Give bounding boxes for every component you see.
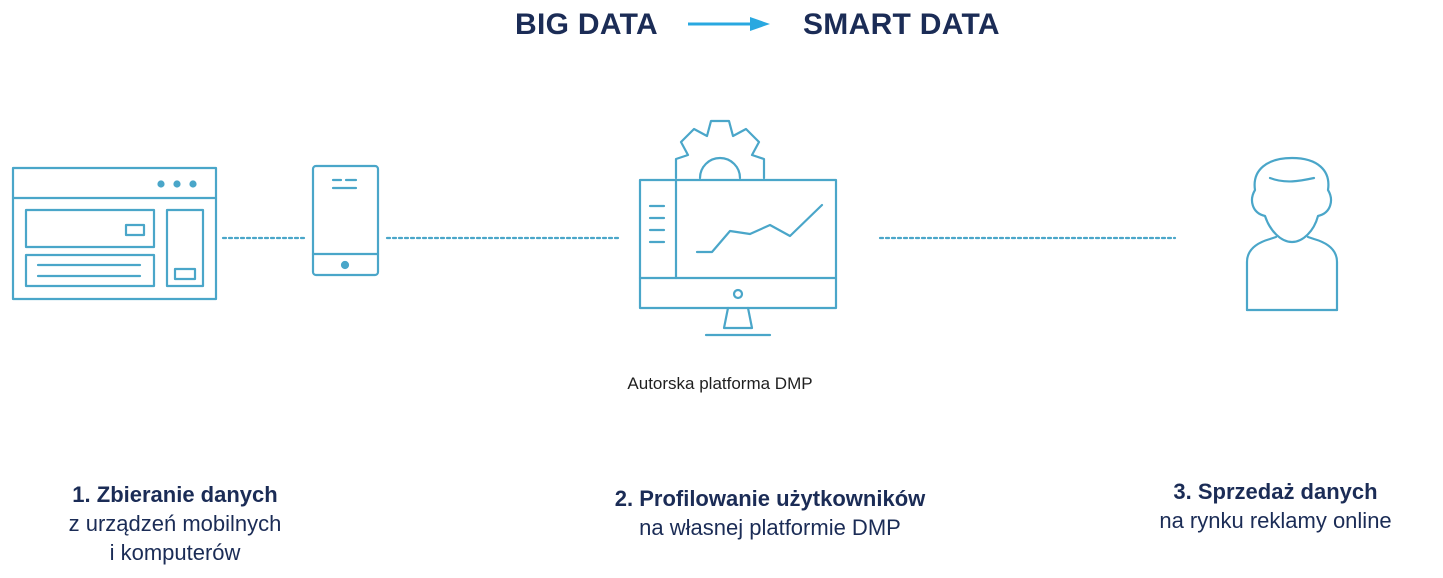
gear-icon (674, 119, 766, 180)
browser-window-icon (11, 166, 218, 301)
step-sell-data: 3. Sprzedaż danych na rynku reklamy onli… (1108, 477, 1443, 535)
big-data-label: BIG DATA (515, 8, 658, 41)
step-title: 3. Sprzedaż danych (1173, 479, 1378, 504)
step-desc-line: z urządzeń mobilnych (68, 511, 282, 536)
step-desc-line: na własnej platformie DMP (639, 515, 901, 540)
step-profile-users: 2. Profilowanie użytkowników na własnej … (520, 484, 1020, 542)
arrow-right-icon (688, 17, 770, 31)
step-desc-line: na rynku reklamy online (1159, 508, 1392, 533)
platform-caption: Autorska platforma DMP (627, 374, 813, 393)
step-title: 1. Zbieranie danych (72, 482, 278, 507)
smartphone-icon (311, 164, 380, 277)
step-desc-line: i komputerów (109, 540, 241, 565)
step-title: 2. Profilowanie użytkowników (614, 486, 926, 511)
header: BIG DATA SMART DATA (0, 0, 1443, 60)
smart-data-label: SMART DATA (803, 8, 1000, 41)
user-avatar-icon (1245, 156, 1339, 312)
dmp-monitor-icon (638, 178, 838, 337)
step-collect-data: 1. Zbieranie danych z urządzeń mobilnych… (0, 480, 350, 567)
